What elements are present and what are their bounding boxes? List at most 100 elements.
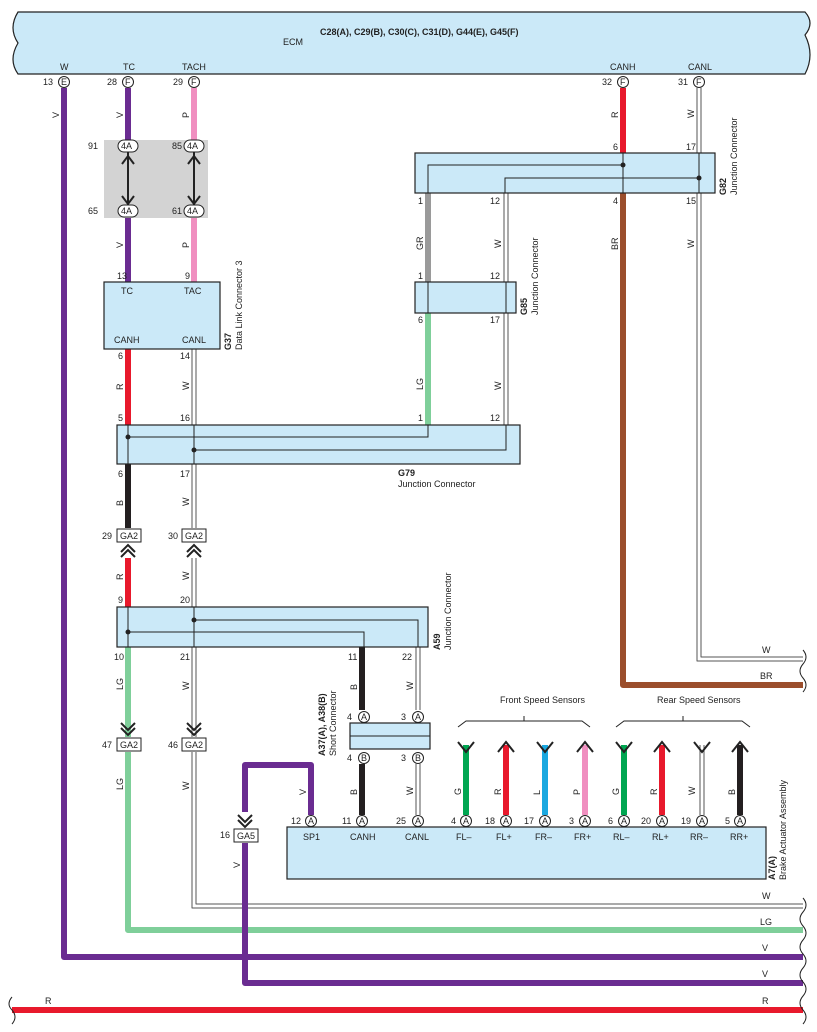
pin-label: SP1 [303, 832, 320, 842]
exit-label: R [45, 996, 52, 1006]
pin-number: 1 [418, 413, 423, 423]
wire-label: W [687, 786, 697, 795]
exit-label: V [762, 943, 768, 953]
pin-label: FR+ [574, 832, 591, 842]
g37-label: CANH [114, 335, 140, 345]
wire-ga2-47 [125, 752, 803, 933]
pin-number: 14 [180, 351, 190, 361]
connector-tag: 4A [121, 206, 132, 216]
ecm-pin-label: TC [123, 62, 135, 72]
pin-letter: B [361, 753, 367, 763]
pin-letter: F [125, 77, 131, 87]
pin-number: 4 [347, 753, 352, 763]
exit-label: R [762, 996, 769, 1006]
pin-label: CANL [405, 832, 429, 842]
ecm-block: C28(A), C29(B), C30(C), C31(D), G44(E), … [12, 11, 811, 75]
pin-number: 46 [168, 740, 178, 750]
g82-junction: 6 17 1 12 4 15 G82 Junction Connector [414, 117, 739, 206]
g85-junction: 1 12 6 17 G85 Junction Connector [414, 237, 540, 325]
g37-label: CANL [182, 335, 206, 345]
pin-number: 21 [180, 652, 190, 662]
pin-letter: F [620, 77, 626, 87]
sensor-wire-labels: G R L P G R W B [453, 786, 737, 795]
pin-number: 4 [347, 712, 352, 722]
wire-label: P [181, 112, 191, 118]
wire-labels: V V P R W V P GR W BR W R W LG W B W R W… [51, 109, 696, 868]
ecm-pin-label: CANL [688, 62, 712, 72]
break-marks [8, 649, 807, 1025]
pin-number: 29 [102, 531, 112, 541]
wire-label: V [115, 242, 125, 248]
pin-letter: A [659, 816, 665, 826]
pin-label: RR– [690, 832, 708, 842]
connector-tag: 4A [121, 141, 132, 151]
pin-label: RR+ [730, 832, 748, 842]
pin-number: 12 [490, 196, 500, 206]
wire-ga2-46 [191, 752, 803, 909]
exit-label: W [762, 645, 771, 655]
wire-label: B [349, 684, 359, 690]
ecm-name: ECM [283, 37, 303, 47]
pin-number: 13 [117, 271, 127, 281]
connector-tag: 4A [187, 206, 198, 216]
brake-pins: 12 A SP1 11 A CANH 25 A CANL 4 A FL– 18 … [291, 815, 748, 842]
pin-letter: E [61, 77, 67, 87]
short-connector-code: A37(A), A38(B) [317, 693, 327, 756]
wire-sc-25 [415, 764, 421, 815]
wire-label: W [686, 239, 696, 248]
wire-g85-17 [503, 313, 509, 425]
wires [12, 88, 803, 1013]
pin-label: FR– [535, 832, 552, 842]
wire-label: W [181, 381, 191, 390]
connector-tag: GA5 [237, 831, 255, 841]
pin-letter: A [415, 816, 421, 826]
connector-tag: GA2 [185, 740, 203, 750]
pin-letter: A [582, 816, 588, 826]
ecm-pin-label: CANH [610, 62, 636, 72]
pin-number: 31 [678, 77, 688, 87]
pin-number: 65 [88, 206, 98, 216]
brake-actuator: A7(A) Brake Actuator Assembly [286, 779, 788, 880]
ecm-pins: 13 E 28 F 29 F 32 F 31 F [43, 76, 705, 88]
pin-letter: A [359, 816, 365, 826]
connector-tag: GA2 [120, 740, 138, 750]
g79-name: Junction Connector [398, 479, 476, 489]
wire-label: W [493, 381, 503, 390]
exit-label: W [762, 891, 771, 901]
pin-letter: F [696, 77, 702, 87]
brake-code: A7(A) [767, 856, 777, 880]
pin-number: 17 [524, 816, 534, 826]
pin-number: 15 [686, 196, 696, 206]
g82-name: Junction Connector [729, 117, 739, 195]
g79-junction: 5 16 1 12 6 17 G79 Junction Connector [116, 413, 521, 489]
pin-number: 6 [608, 816, 613, 826]
g85-name: Junction Connector [530, 237, 540, 315]
exit-labels: W BR W LG V V R R [45, 645, 773, 1006]
pin-letter: B [415, 753, 421, 763]
ecm-pin-label: W [60, 62, 69, 72]
wire-label: GR [415, 236, 425, 250]
wire-label: B [349, 789, 359, 795]
wire-label: W [181, 781, 191, 790]
short-connector: 4 A 3 A 4 B 3 B A37(A), A38(B) Short Con… [317, 690, 431, 764]
pin-number: 12 [490, 271, 500, 281]
pin-number: 30 [168, 531, 178, 541]
connector-tag: GA2 [185, 531, 203, 541]
pin-number: 6 [418, 315, 423, 325]
wire-ga2-30 [191, 558, 197, 607]
ecm-pin-label: TACH [182, 62, 206, 72]
pin-number: 6 [613, 142, 618, 152]
pin-number: 5 [118, 413, 123, 423]
wire-g82-12 [503, 193, 509, 282]
wire-label: V [232, 862, 242, 868]
g37-label: TC [121, 286, 133, 296]
pin-letter: A [503, 816, 509, 826]
wire-label: W [405, 786, 415, 795]
pin-number: 47 [102, 740, 112, 750]
pin-letter: A [415, 712, 421, 722]
wire-label: V [115, 112, 125, 118]
g85-code: G85 [519, 298, 529, 315]
wire-label: W [405, 681, 415, 690]
wire-canl [696, 88, 702, 153]
